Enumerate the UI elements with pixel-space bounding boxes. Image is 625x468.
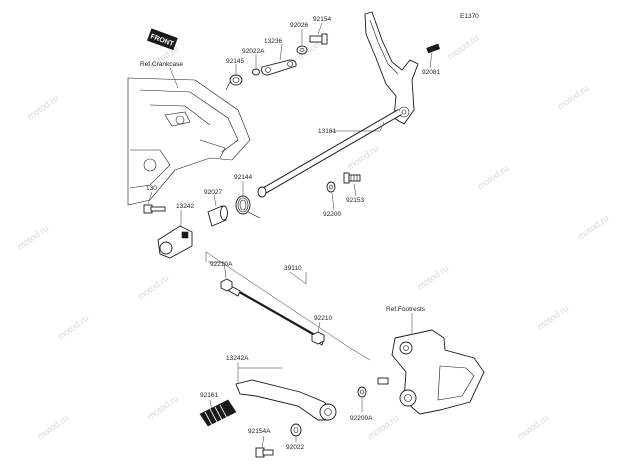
- part-shift-fork: [364, 11, 419, 125]
- svg-text:motod.ru: motod.ru: [445, 33, 480, 62]
- label-13242: 13242: [176, 203, 194, 210]
- part-pivot-bolt: [377, 377, 389, 385]
- part-92210-nut: [311, 331, 325, 345]
- label-92145: 92145: [226, 58, 244, 65]
- label-92210A: 92210A: [210, 261, 233, 268]
- svg-text:motod.ru: motod.ru: [515, 413, 550, 442]
- part-92027-collar: [207, 205, 228, 227]
- part-92145-spring: [225, 74, 243, 91]
- part-92022-washer: [290, 423, 302, 437]
- part-92161-rubber: [199, 399, 237, 427]
- label-13242A: 13242A: [226, 355, 249, 362]
- label-92022A: 92022A: [242, 48, 265, 55]
- part-92153-bolt: [343, 172, 361, 184]
- label-39110: 39110: [284, 265, 302, 272]
- label-92027: 92027: [204, 189, 222, 196]
- svg-text:motod.ru: motod.ru: [345, 143, 380, 172]
- svg-text:motod.ru: motod.ru: [135, 273, 170, 302]
- label-92154A: 92154A: [248, 428, 271, 435]
- watermark-layer: motod.ru motod.ru motod.ru motod.ru moto…: [15, 33, 610, 442]
- label-13236: 13236: [264, 38, 282, 45]
- svg-text:motod.ru: motod.ru: [55, 313, 90, 342]
- label-92022: 92022: [286, 444, 304, 451]
- part-92026-collar: [296, 45, 308, 55]
- label-92153: 92153: [346, 197, 364, 204]
- svg-text:motod.ru: motod.ru: [475, 163, 510, 192]
- label-92154: 92154: [313, 16, 331, 23]
- part-92022A-washer: [252, 68, 260, 76]
- label-130: 130: [146, 185, 157, 192]
- svg-text:motod.ru: motod.ru: [25, 93, 60, 122]
- diagram-code: E1370: [460, 13, 479, 20]
- part-92144-spring: [235, 195, 261, 219]
- label-92200A: 92200A: [350, 415, 373, 422]
- footrest-bracket: [391, 329, 485, 415]
- part-130-bolt: [143, 204, 166, 214]
- ref-crankcase-label: Ref.Crankcase: [140, 61, 183, 68]
- label-92144: 92144: [234, 174, 252, 181]
- part-92154A-bolt: [255, 447, 274, 458]
- svg-text:motod.ru: motod.ru: [35, 413, 70, 442]
- part-13242A-pedal: [235, 379, 337, 421]
- ref-footrests-label: Ref.Footrests: [386, 306, 426, 313]
- part-92210A-nut: [220, 278, 233, 292]
- part-92200A-washer: [357, 386, 367, 398]
- part-92200-washer: [326, 181, 336, 193]
- label-13161: 13161: [318, 128, 336, 135]
- part-39110-rod: [228, 285, 325, 346]
- part-92081-spring: [426, 43, 441, 54]
- svg-text:motod.ru: motod.ru: [145, 393, 180, 422]
- svg-text:motod.ru: motod.ru: [15, 223, 50, 252]
- part-92154-bolt: [309, 33, 328, 45]
- leader-lines: [147, 22, 433, 449]
- part-13161-shaft: [257, 108, 402, 198]
- svg-text:motod.ru: motod.ru: [415, 263, 450, 292]
- svg-text:motod.ru: motod.ru: [555, 83, 590, 112]
- svg-text:motod.ru: motod.ru: [535, 303, 570, 332]
- label-92161: 92161: [200, 392, 218, 399]
- front-badge: FRONT: [147, 28, 178, 51]
- part-13242-lever: [157, 225, 193, 259]
- label-92081: 92081: [422, 69, 440, 76]
- label-92200: 92200: [323, 211, 341, 218]
- crankcase-housing: [127, 77, 251, 206]
- part-labels: 92154 92026 13236 92022A 92145 92081 131…: [146, 16, 440, 451]
- part-13236-lever: [261, 59, 297, 76]
- svg-text:motod.ru: motod.ru: [575, 213, 610, 242]
- label-92026: 92026: [290, 22, 308, 29]
- label-92210: 92210: [314, 315, 332, 322]
- ref-crankcase-leader: [169, 67, 179, 89]
